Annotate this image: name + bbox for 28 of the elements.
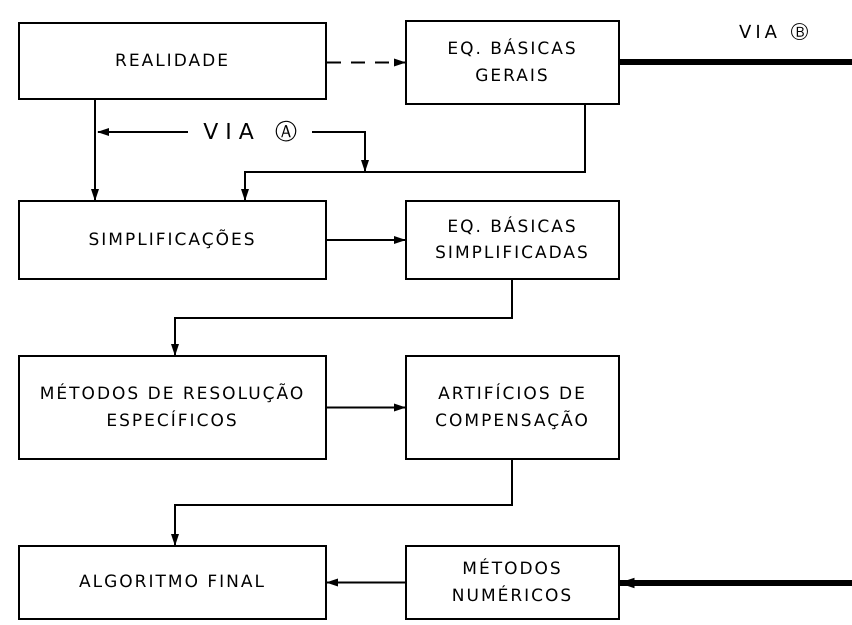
arrow [312,131,369,172]
process-box [405,545,620,620]
process-box [18,545,327,620]
box-label: EQ. BÁSICAS SIMPLIFICADAS [434,215,591,265]
via-label: VIA Ⓐ [188,116,312,148]
box-label: REALIDADE [114,50,231,73]
process-box [405,200,620,280]
arrow [91,100,99,201]
box-label: EQ. BÁSICAS GERAIS [446,37,579,88]
process-box [405,20,620,105]
arrow [618,578,852,588]
box-label: MÉTODOS DE RESOLUÇÃO ESPECÍFICOS [38,382,306,432]
arrow [97,128,188,136]
arrow [327,58,406,66]
arrow [327,404,406,412]
arrow [171,280,513,356]
box-label: MÉTODOS NUMÉRICOS [450,557,574,608]
arrow [171,460,513,546]
process-box [405,355,620,460]
process-box [18,22,327,100]
arrow [241,105,586,201]
box-label: ALGORITMO FINAL [78,571,267,594]
box-label: SIMPLIFICAÇÕES [88,228,258,252]
arrow [326,578,405,586]
arrow [327,236,406,244]
process-box [18,200,327,280]
box-label: ARTIFÍCIOS DE COMPENSAÇÃO [434,382,591,432]
process-box [18,355,327,460]
